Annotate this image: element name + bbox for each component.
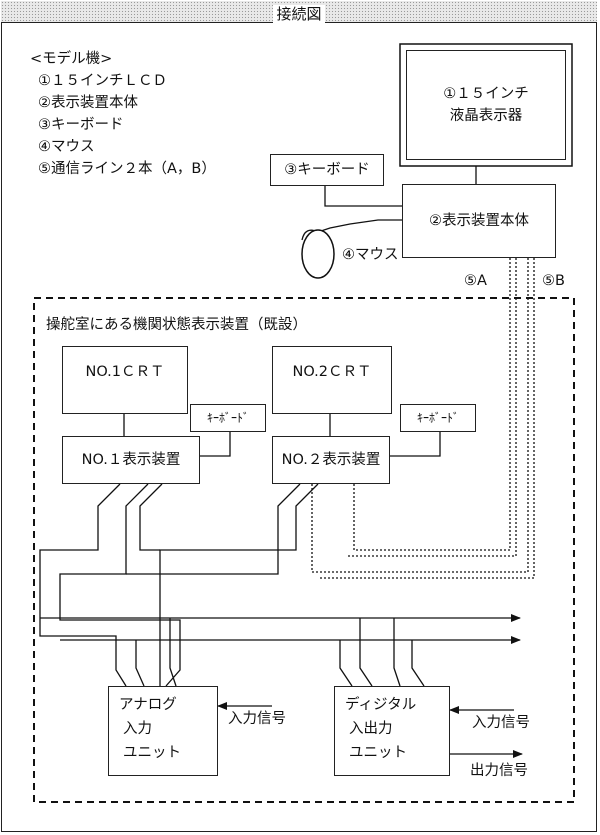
analog-label-line1: アナログ	[119, 697, 177, 713]
model-item-lcd: ①１５インチＬＣＤ	[38, 73, 167, 89]
keyboard2-box: ｷｰﾎﾞｰﾄﾞ	[400, 404, 476, 432]
digital-input-label: 入力信号	[472, 715, 530, 731]
main-unit-box: ②表示装置本体	[402, 184, 556, 258]
keyboard1-box: ｷｰﾎﾞｰﾄﾞ	[190, 404, 266, 432]
line-b-label: ⑤B	[542, 273, 565, 289]
model-item-main-unit: ②表示装置本体	[38, 95, 138, 111]
digital-label-line3: ユニット	[349, 745, 407, 761]
model-item-lines: ⑤通信ライン２本（A，B）	[38, 161, 216, 177]
model-heading: <モデル機>	[30, 51, 113, 67]
digital-label-line2: 入出力	[349, 721, 393, 737]
lcd-label-line1: ①１５インチ	[443, 86, 529, 102]
keyboard-label: ③キーボード	[284, 162, 370, 178]
lcd-outer-frame	[399, 43, 573, 167]
display2-box: NO.２表示装置	[272, 436, 390, 484]
digital-unit-box: ディジタル 入出力 ユニット	[334, 686, 450, 776]
display2-label: NO.２表示装置	[281, 452, 381, 468]
crt2-box: NO.2ＣＲＴ	[272, 346, 392, 414]
line-a-label: ⑤A	[464, 273, 487, 289]
title-bar: 接続図	[1, 1, 597, 23]
analog-unit-box: アナログ 入力 ユニット	[108, 686, 218, 776]
analog-label-line2: 入力	[123, 721, 152, 737]
lcd-monitor: ①１５インチ 液晶表示器	[406, 50, 566, 160]
model-item-keyboard: ③キーボード	[38, 117, 124, 133]
digital-output-label: 出力信号	[470, 763, 528, 779]
display1-label: NO.１表示装置	[81, 452, 181, 468]
model-item-mouse: ④マウス	[38, 139, 95, 155]
crt1-box: NO.1ＣＲＴ	[62, 346, 188, 414]
digital-label-line1: ディジタル	[345, 697, 417, 713]
model-list: <モデル機> ①１５インチＬＣＤ ②表示装置本体 ③キーボード ④マウス ⑤通信…	[30, 48, 216, 180]
keyboard1-label: ｷｰﾎﾞｰﾄﾞ	[206, 411, 249, 425]
mouse-shape	[301, 229, 335, 279]
keyboard-box: ③キーボード	[270, 154, 384, 186]
lcd-label-line2: 液晶表示器	[449, 108, 523, 124]
keyboard2-label: ｷｰﾎﾞｰﾄﾞ	[416, 411, 459, 425]
analog-input-label: 入力信号	[228, 711, 286, 727]
mouse-label: ④マウス	[342, 247, 399, 263]
line-b-route	[311, 298, 529, 573]
existing-heading: 操舵室にある機関状態表示装置（既設）	[46, 317, 307, 333]
analog-label-line3: ユニット	[123, 745, 181, 761]
main-unit-label: ②表示装置本体	[429, 213, 529, 229]
display1-box: NO.１表示装置	[62, 436, 200, 484]
diagram-title: 接続図	[273, 5, 325, 23]
existing-boundary	[33, 297, 575, 803]
crt2-label: NO.2ＣＲＴ	[292, 364, 372, 380]
crt1-label: NO.1ＣＲＴ	[85, 364, 165, 380]
line-a-route	[353, 298, 511, 551]
